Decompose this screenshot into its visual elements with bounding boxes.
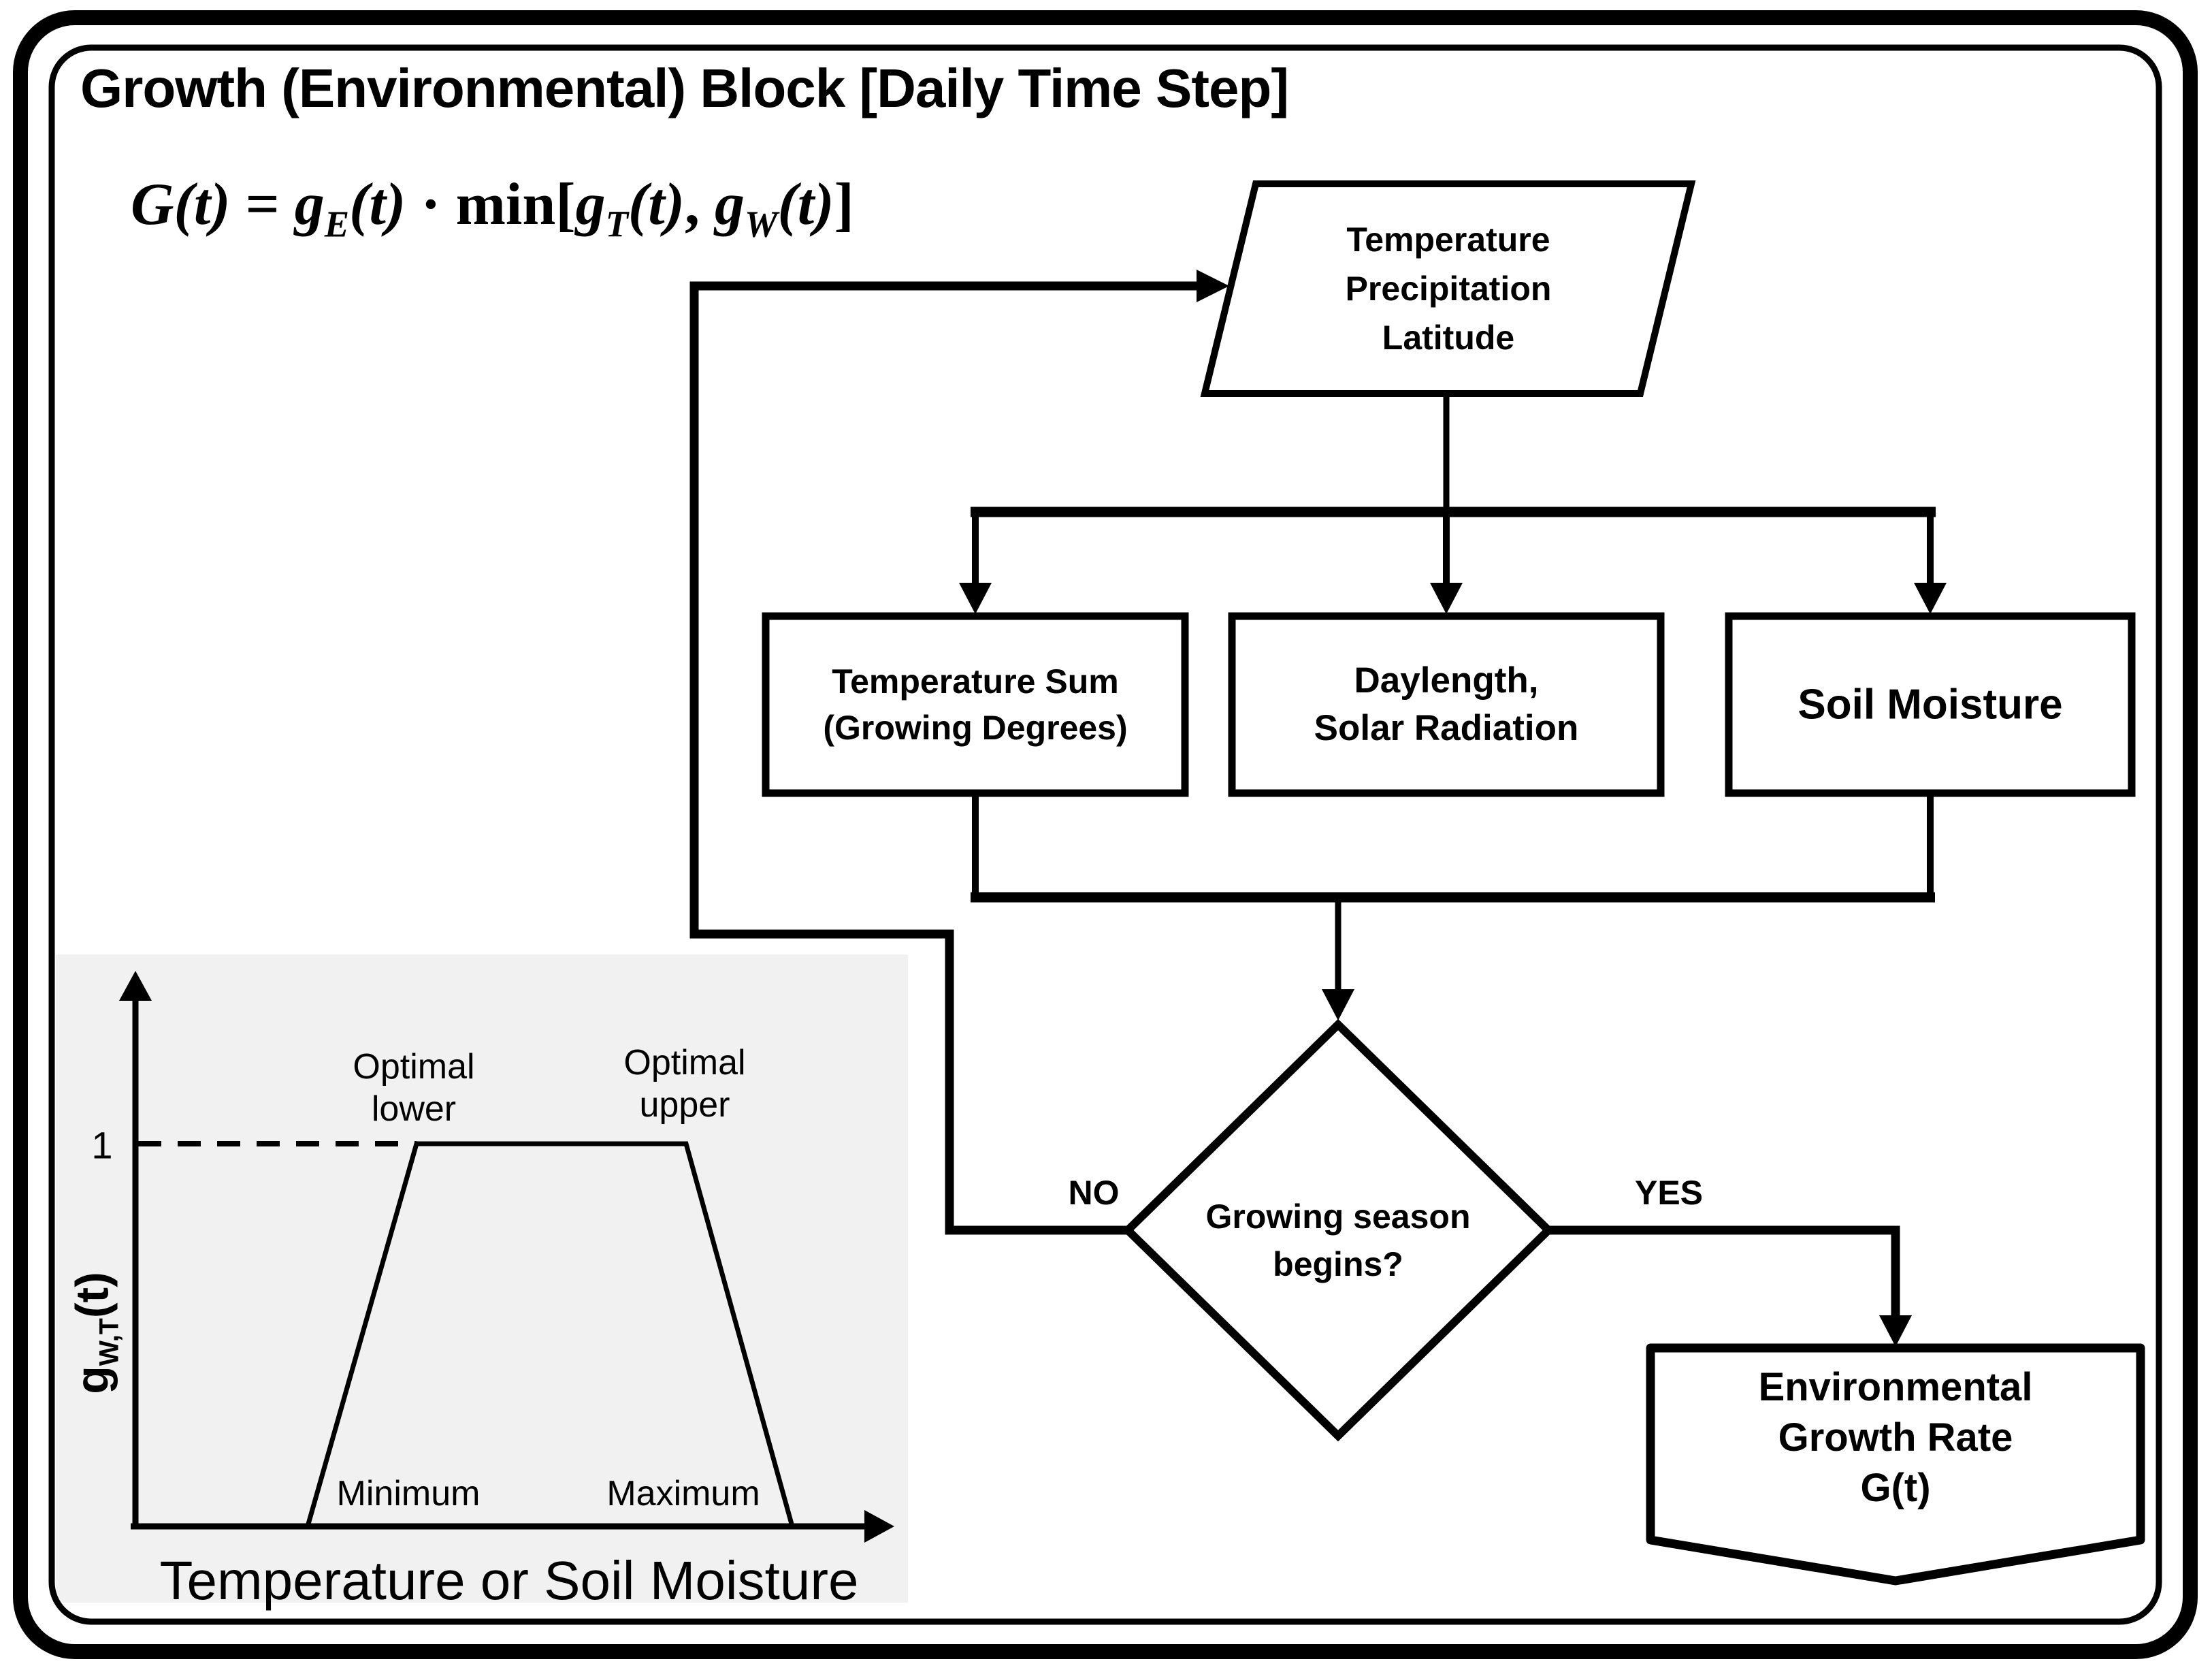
arrowhead-into-inputs [1197, 270, 1229, 302]
temp-sum-line-1: Temperature Sum [832, 662, 1119, 701]
formula-sub-w: W [744, 203, 778, 245]
temp-sum-box [762, 612, 1189, 797]
formula-dot: · [406, 172, 456, 238]
inset-ylabel-sub: W,T [94, 1318, 125, 1366]
output-line-3: G(t) [1860, 1466, 1931, 1510]
inset-y-axis-arrowhead [119, 971, 152, 1001]
arrowhead-daylength [1430, 583, 1463, 614]
temp-sum-line-2: (Growing Degrees) [823, 709, 1128, 747]
arrowhead-soil-moisture [1914, 583, 1947, 614]
output-line-1: Environmental [1758, 1365, 2033, 1409]
arrowhead-output [1879, 1315, 1912, 1347]
daylength-line-2: Solar Radiation [1314, 708, 1579, 748]
output-banner [1646, 1343, 2145, 1586]
inset-optimal-lower-line-2: lower [371, 1089, 457, 1129]
output-label: Environmental Growth Rate G(t) [1759, 1362, 2033, 1513]
page-title: Growth (Environmental) Block [Daily Time… [80, 58, 1289, 118]
inputs-label: Temperature Precipitation Latitude [1346, 215, 1552, 362]
growth-formula: G(t) = gE(t) · min[gT(t), gW(t)] [131, 170, 854, 246]
decision-label: Growing season begins? [1206, 1193, 1471, 1288]
formula-g-t: g [575, 172, 606, 238]
inset-chart-panel [56, 954, 908, 1603]
decision-line-1: Growing season [1205, 1198, 1471, 1236]
inputs-parallelogram [1200, 180, 1696, 397]
no-branch-label: NO [1068, 1174, 1120, 1212]
inset-optimal-upper-line-1: Optimal [623, 1043, 746, 1082]
formula-t1: (t) [349, 172, 406, 238]
daylength-box [1228, 612, 1665, 797]
inset-maximum-label: Maximum [606, 1474, 760, 1513]
inset-trapezoid-curve [305, 1141, 795, 1527]
formula-equals: = [230, 172, 295, 238]
inputs-line-3: Latitude [1382, 319, 1515, 357]
soil-moisture-label: Soil Moisture [1798, 681, 2062, 729]
inner-border [48, 44, 2162, 1625]
daylength-line-1: Daylength, [1354, 660, 1539, 701]
soil-moisture-line-1: Soil Moisture [1798, 681, 2063, 728]
inset-ylabel-t: (t) [66, 1272, 118, 1319]
inset-y-tick-1: 1 [91, 1123, 113, 1167]
inset-y-axis-title: gW,T(t) [66, 1272, 125, 1394]
inset-ylabel-g: g [66, 1366, 118, 1394]
inset-optimal-upper-line-2: upper [639, 1085, 730, 1125]
arrowhead-decision [1322, 989, 1354, 1021]
decision-diamond [1122, 1018, 1555, 1442]
formula-close-bracket: ] [834, 172, 854, 238]
formula-comma: , [684, 172, 715, 238]
formula-g-e: g [294, 172, 325, 238]
formula-t3: (t) [777, 172, 834, 238]
yes-branch-label: YES [1634, 1174, 1704, 1212]
inputs-line-2: Precipitation [1345, 270, 1552, 308]
formula-t2: (t) [628, 172, 685, 238]
yes-connector [1548, 1225, 1900, 1317]
inset-optimal-lower-line-1: Optimal [353, 1047, 475, 1087]
output-line-2: Growth Rate [1778, 1415, 2013, 1460]
formula-sub-t: T [605, 203, 628, 245]
soil-moisture-box [1725, 612, 2136, 797]
outer-border [13, 10, 2198, 1659]
arrowhead-temp-sum [959, 583, 992, 614]
daylength-label: Daylength, Solar Radiation [1314, 657, 1579, 752]
formula-min: min[ [455, 172, 576, 238]
formula-sub-e: E [324, 203, 350, 245]
no-loop-connector [689, 281, 1198, 1235]
formula-lhs: G(t) [131, 172, 231, 238]
inset-optimal-upper-label: Optimal upper [623, 1042, 745, 1126]
decision-line-2: begins? [1273, 1245, 1403, 1283]
inset-minimum-label: Minimum [336, 1474, 481, 1513]
formula-g-w: g [714, 172, 745, 238]
inset-x-axis-arrowhead [864, 1510, 894, 1543]
temp-sum-label: Temperature Sum (Growing Degrees) [823, 658, 1127, 751]
inset-x-axis-title: Temperature or Soil Moisture [159, 1550, 859, 1611]
inputs-line-1: Temperature [1346, 221, 1550, 259]
inset-optimal-lower-label: Optimal lower [353, 1046, 474, 1130]
